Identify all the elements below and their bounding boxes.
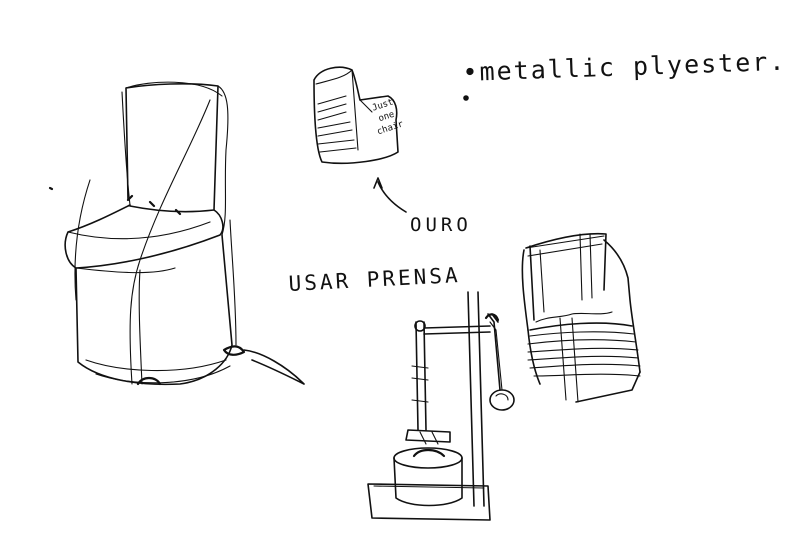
small-chair-sketch bbox=[313, 66, 399, 165]
large-chair-sketch bbox=[48, 81, 305, 386]
note-ouro: OURO bbox=[410, 214, 472, 236]
layered-chair-sketch bbox=[521, 232, 641, 403]
bullet-dot bbox=[463, 95, 469, 101]
annotation-arrow bbox=[373, 177, 407, 213]
press-sketch bbox=[367, 291, 515, 521]
